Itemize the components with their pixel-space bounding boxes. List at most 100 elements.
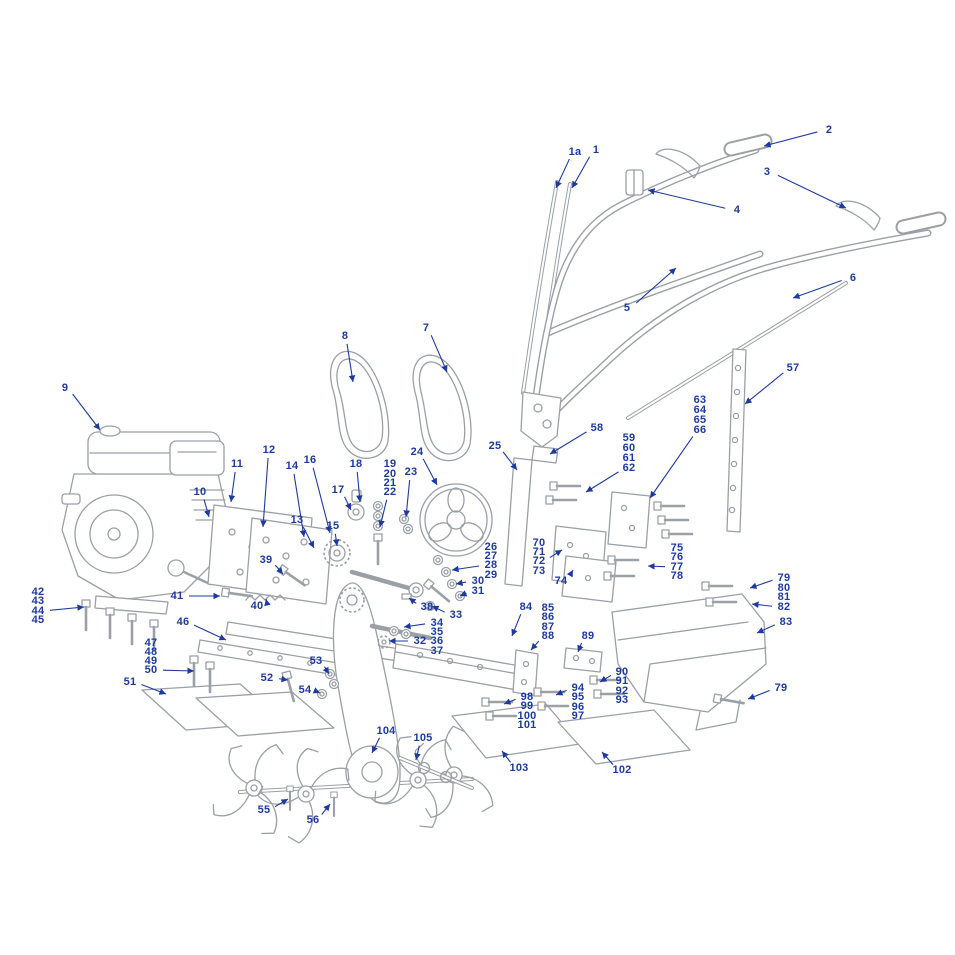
belt-guard-housing xyxy=(611,593,767,731)
part-label-49: 49 xyxy=(144,655,158,667)
part-label-18: 18 xyxy=(349,458,363,470)
part-label-34: 34 xyxy=(430,617,444,629)
part-label-22: 22 xyxy=(383,486,397,498)
part-label-6: 6 xyxy=(849,272,857,284)
leader-line-88 xyxy=(530,640,540,651)
part-label-71: 71 xyxy=(532,546,546,558)
part-label-75: 75 xyxy=(670,542,684,554)
part-label-79: 79 xyxy=(774,682,788,694)
leader-line-103 xyxy=(501,750,511,763)
leader-line-79 xyxy=(747,690,770,700)
part-label-60: 60 xyxy=(622,442,636,454)
part-label-98: 98 xyxy=(520,691,534,703)
part-label-17: 17 xyxy=(331,484,345,496)
drive-pulley-and-gears xyxy=(323,483,493,598)
leader-line-77 xyxy=(647,562,666,570)
part-label-4: 4 xyxy=(733,204,741,216)
leader-line-13 xyxy=(302,526,315,549)
part-label-9: 9 xyxy=(61,382,69,394)
part-label-89: 89 xyxy=(581,630,595,642)
leader-line-50 xyxy=(162,667,195,675)
leader-line-15 xyxy=(332,533,340,547)
part-label-84: 84 xyxy=(519,601,533,613)
part-label-24: 24 xyxy=(410,446,424,458)
part-label-99: 99 xyxy=(520,700,534,712)
part-label-2: 2 xyxy=(825,124,833,136)
part-label-91: 91 xyxy=(615,675,629,687)
belt-guide-and-brackets xyxy=(504,445,651,673)
leader-line-104 xyxy=(371,737,381,754)
engine-mounting-plates xyxy=(207,504,333,605)
control-levers xyxy=(655,148,881,231)
part-label-39: 39 xyxy=(259,554,273,566)
part-label-16: 16 xyxy=(303,454,317,466)
part-label-48: 48 xyxy=(144,646,158,658)
part-label-21: 21 xyxy=(383,477,397,489)
leader-line-66 xyxy=(649,436,694,499)
part-label-20: 20 xyxy=(383,468,397,480)
leader-line-58 xyxy=(549,431,587,455)
leader-line-12 xyxy=(260,457,269,528)
part-label-14: 14 xyxy=(285,460,299,472)
leader-line-9 xyxy=(72,393,101,431)
leader-line-23 xyxy=(403,479,411,518)
leader-line-105 xyxy=(414,745,421,761)
leader-line-72 xyxy=(549,549,563,559)
part-label-5: 5 xyxy=(623,302,631,314)
tine-assemblies xyxy=(209,721,496,846)
leader-line-24 xyxy=(422,458,438,486)
leader-line-8 xyxy=(346,343,356,383)
leader-line-55 xyxy=(274,798,289,808)
leader-line-83 xyxy=(756,624,776,634)
leader-line-46 xyxy=(193,624,227,641)
part-label-11: 11 xyxy=(230,458,244,470)
part-label-42: 42 xyxy=(31,586,45,598)
transmission-case xyxy=(238,582,474,804)
leader-line-84 xyxy=(511,613,522,637)
leader-line-31 xyxy=(459,590,468,597)
part-label-53: 53 xyxy=(309,655,323,667)
part-label-31: 31 xyxy=(471,585,485,597)
part-label-100: 100 xyxy=(517,710,537,722)
part-label-37: 37 xyxy=(430,645,444,657)
part-label-86: 86 xyxy=(541,611,555,623)
leader-line-7 xyxy=(430,335,448,373)
leader-line-54 xyxy=(312,687,321,694)
leader-line-17 xyxy=(344,496,352,511)
depth-stake-bar xyxy=(726,348,747,533)
part-label-19: 19 xyxy=(383,458,397,470)
leader-line-30 xyxy=(455,579,467,587)
leader-line-94 xyxy=(555,689,567,696)
part-label-76: 76 xyxy=(670,551,684,563)
part-label-63: 63 xyxy=(693,394,707,406)
part-label-1: 1 xyxy=(592,144,600,156)
shield-panels xyxy=(141,683,691,765)
part-label-62: 62 xyxy=(622,462,636,474)
part-label-59: 59 xyxy=(622,432,636,444)
part-label-47: 47 xyxy=(144,637,158,649)
leader-line-18 xyxy=(356,471,363,503)
part-label-8: 8 xyxy=(341,330,349,342)
leader-line-16 xyxy=(312,467,332,534)
part-label-44: 44 xyxy=(31,605,45,617)
part-label-103: 103 xyxy=(509,762,529,774)
part-label-101: 101 xyxy=(517,719,537,731)
part-label-72: 72 xyxy=(532,555,546,567)
part-label-41: 41 xyxy=(170,590,184,602)
leader-line-34 xyxy=(403,622,426,630)
part-label-79: 79 xyxy=(777,572,791,584)
leader-line-82 xyxy=(751,601,773,609)
part-label-102: 102 xyxy=(612,764,632,776)
part-label-94: 94 xyxy=(571,682,585,694)
part-label-29: 29 xyxy=(484,569,498,581)
leader-line-25 xyxy=(502,451,518,471)
part-label-96: 96 xyxy=(571,701,585,713)
leader-line-5 xyxy=(635,267,677,304)
handlebar-clamp xyxy=(625,169,644,196)
drive-belts xyxy=(329,350,472,462)
leader-line-53 xyxy=(322,666,330,675)
part-label-105: 105 xyxy=(413,732,433,744)
part-label-81: 81 xyxy=(777,591,791,603)
